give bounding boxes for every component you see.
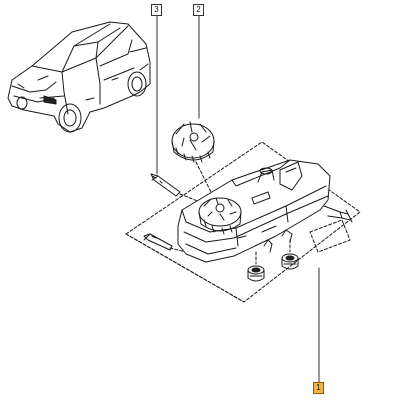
car-illustration: [7, 21, 151, 133]
callout-part-3[interactable]: 3: [151, 4, 162, 16]
callout-part-2[interactable]: 2: [193, 4, 204, 16]
lower-sensor: [143, 233, 173, 251]
grommet-left: [247, 251, 265, 282]
reservoir-cap: [171, 121, 215, 163]
brake-fluid-reservoir: [177, 159, 353, 263]
grommet-right: [281, 239, 299, 270]
callout-part-1[interactable]: 1: [313, 382, 324, 394]
level-sensor: [150, 173, 181, 197]
